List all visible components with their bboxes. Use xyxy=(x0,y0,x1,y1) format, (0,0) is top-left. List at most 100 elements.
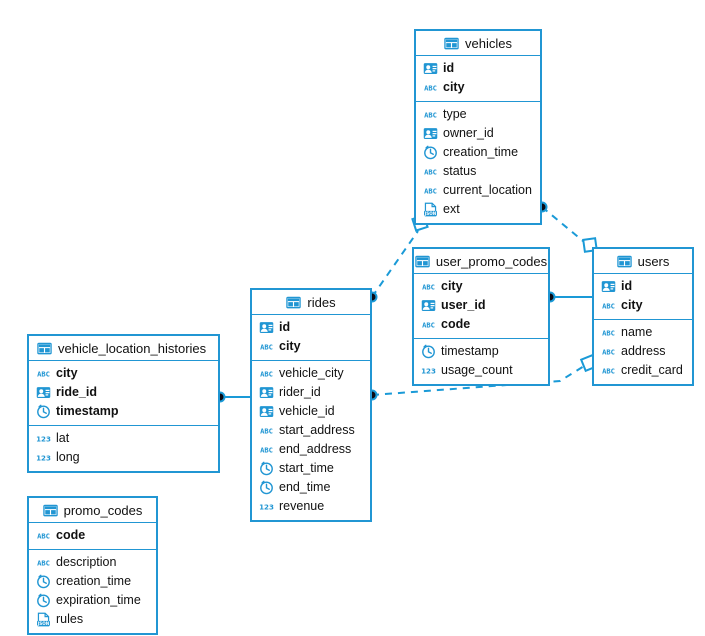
column-group: ABC description creation_time expiration_ti… xyxy=(29,549,156,633)
abc-string-icon: ABC xyxy=(601,344,616,359)
field-label: creation_time xyxy=(443,145,519,160)
abc-string-icon: ABC xyxy=(601,325,616,340)
key-id-icon xyxy=(259,404,274,419)
svg-text:ABC: ABC xyxy=(602,302,615,311)
abc-string-icon: ABC xyxy=(259,366,274,381)
svg-text:123: 123 xyxy=(421,367,436,376)
field-row-expiration_time[interactable]: expiration_time xyxy=(29,591,156,610)
field-row-id[interactable]: id xyxy=(252,318,370,337)
abc-string-icon: ABC xyxy=(423,164,438,179)
field-row-creation_time[interactable]: creation_time xyxy=(416,143,540,162)
field-row-name[interactable]: ABC name xyxy=(594,323,692,342)
field-label: end_address xyxy=(279,442,352,457)
field-label: id xyxy=(443,61,455,76)
svg-text:ABC: ABC xyxy=(260,370,273,379)
entity-header-rides[interactable]: rides xyxy=(252,290,370,315)
svg-text:ABC: ABC xyxy=(37,559,50,568)
field-row-vehicle_id[interactable]: vehicle_id xyxy=(252,402,370,421)
field-row-owner_id[interactable]: owner_id xyxy=(416,124,540,143)
abc-string-icon: ABC xyxy=(259,339,274,354)
field-row-description[interactable]: ABC description xyxy=(29,553,156,572)
field-row-start_time[interactable]: start_time xyxy=(252,459,370,478)
clock-timestamp-icon xyxy=(423,145,438,160)
abc-string-icon: ABC xyxy=(36,366,51,381)
field-row-rider_id[interactable]: rider_id xyxy=(252,383,370,402)
svg-text:ABC: ABC xyxy=(260,343,273,352)
field-row-timestamp[interactable]: timestamp xyxy=(29,402,218,421)
edge-vehicles-to-users[interactable] xyxy=(536,201,598,253)
field-row-end_address[interactable]: ABC end_address xyxy=(252,440,370,459)
field-label: city xyxy=(443,80,465,95)
json-document-icon: JSON xyxy=(36,612,51,627)
entity-header-promo_codes[interactable]: promo_codes xyxy=(29,498,156,523)
svg-text:ABC: ABC xyxy=(424,187,437,196)
field-row-city[interactable]: ABC city xyxy=(594,296,692,315)
field-row-ride_id[interactable]: ride_id xyxy=(29,383,218,402)
field-row-creation_time[interactable]: creation_time xyxy=(29,572,156,591)
field-row-end_time[interactable]: end_time xyxy=(252,478,370,497)
field-label: rider_id xyxy=(279,385,321,400)
123-number-icon: 123 xyxy=(36,431,51,446)
field-row-id[interactable]: id xyxy=(594,277,692,296)
field-row-status[interactable]: ABC status xyxy=(416,162,540,181)
field-label: timestamp xyxy=(441,344,499,359)
svg-text:ABC: ABC xyxy=(260,427,273,436)
entity-header-vehicles[interactable]: vehicles xyxy=(416,31,540,56)
field-label: user_id xyxy=(441,298,486,313)
edge-vlh-to-rides[interactable] xyxy=(214,391,253,403)
entity-header-users[interactable]: users xyxy=(594,249,692,274)
field-row-user_id[interactable]: user_id xyxy=(414,296,548,315)
table-grid-icon xyxy=(444,36,459,51)
field-label: ride_id xyxy=(56,385,97,400)
field-row-id[interactable]: id xyxy=(416,59,540,78)
field-label: creation_time xyxy=(56,574,132,589)
field-label: id xyxy=(279,320,291,335)
entity-title: user_promo_codes xyxy=(435,253,548,269)
123-number-icon: 123 xyxy=(36,450,51,465)
edge-upc-to-users[interactable] xyxy=(544,291,595,303)
svg-text:ABC: ABC xyxy=(260,446,273,455)
field-row-timestamp[interactable]: timestamp xyxy=(414,342,548,361)
abc-string-icon: ABC xyxy=(421,279,436,294)
field-label: code xyxy=(441,317,471,332)
entity-header-vehicle_location_histories[interactable]: vehicle_location_histories xyxy=(29,336,218,361)
entity-title: vehicle_location_histories xyxy=(58,340,207,356)
field-label: name xyxy=(621,325,653,340)
123-number-icon: 123 xyxy=(421,363,436,378)
entity-header-user_promo_codes[interactable]: user_promo_codes xyxy=(414,249,548,274)
field-label: status xyxy=(443,164,477,179)
entity-title: rides xyxy=(307,294,336,310)
field-label: city xyxy=(621,298,643,313)
123-number-icon: 123 xyxy=(259,499,274,514)
field-label: description xyxy=(56,555,117,570)
